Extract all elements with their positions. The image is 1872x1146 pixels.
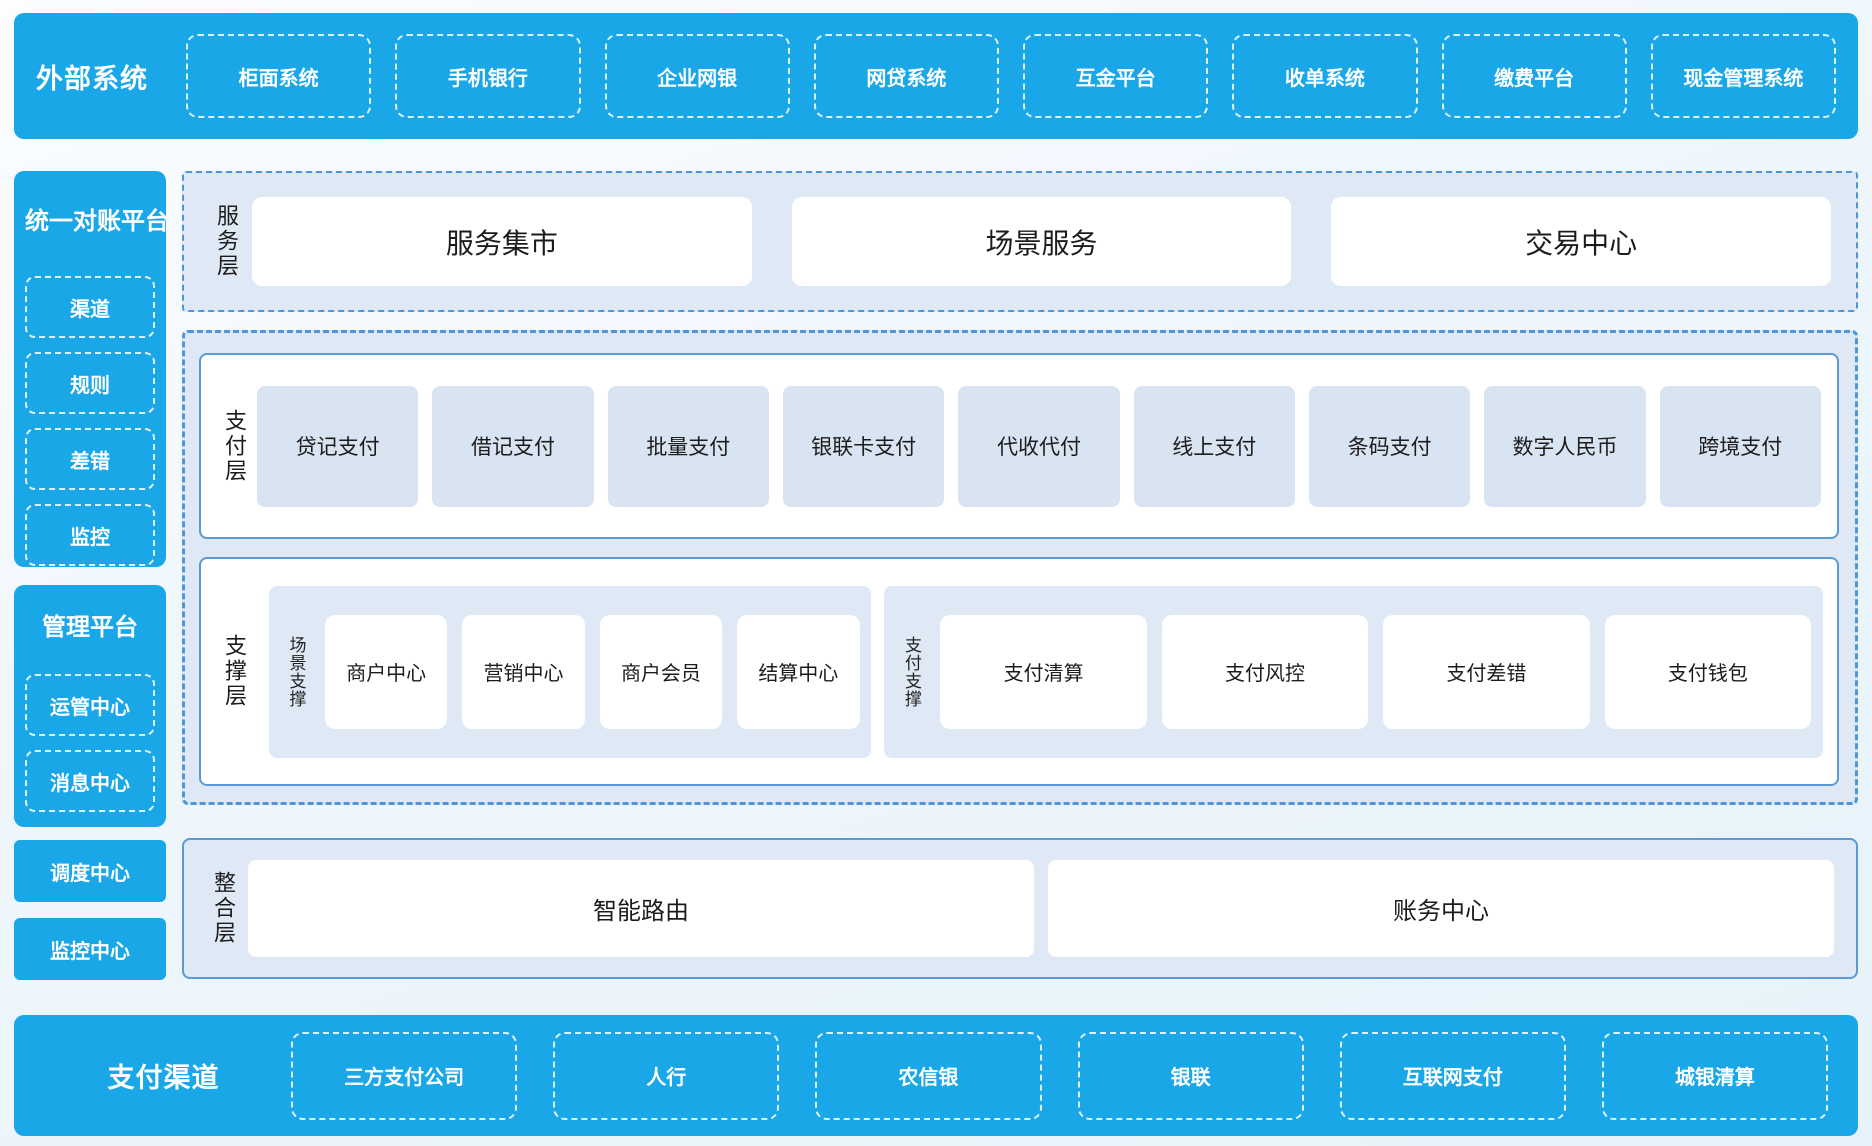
management-platform-panel: 管理平台 运管中心 消息中心	[14, 585, 166, 827]
left-sidebar: 统一对账平台 渠道 规则 差错 监控 管理平台 运管中心 消息中心 调度中心 监…	[14, 171, 169, 987]
service-layer: 服务层 服务集市 场景服务 交易中心	[182, 171, 1858, 312]
payment-item: 批量支付	[607, 385, 769, 507]
payment-support-item: 支付清算	[940, 614, 1147, 729]
reconciliation-item: 规则	[25, 352, 155, 414]
support-layer-groups: 场景支撑 商户中心 营销中心 商户会员 结算中心 支付支撑 支付清算	[269, 585, 1823, 758]
scene-support-group: 场景支撑 商户中心 营销中心 商户会员 结算中心	[269, 585, 872, 758]
management-item: 运管中心	[25, 674, 155, 736]
service-item: 交易中心	[1331, 197, 1832, 286]
payment-item: 代收代付	[958, 385, 1120, 507]
payment-support-item: 支付风控	[1161, 614, 1369, 729]
integration-layer-boxes: 智能路由 账务中心	[248, 860, 1834, 957]
payment-channel-item: 互联网支付	[1339, 1031, 1566, 1120]
reconciliation-item: 渠道	[25, 276, 155, 338]
integration-item: 智能路由	[248, 860, 1034, 957]
payment-support-item: 支付差错	[1383, 614, 1590, 729]
core-layers-container: 支付层 贷记支付 借记支付 批量支付 银联卡支付 代收代付 线上支付 条码支付 …	[182, 330, 1858, 805]
external-system-item: 互金平台	[1023, 34, 1209, 118]
integration-item: 账务中心	[1048, 860, 1834, 957]
payment-support-group: 支付支撑 支付清算 支付风控 支付差错 支付钱包	[884, 585, 1823, 758]
management-item: 消息中心	[25, 750, 155, 812]
scene-support-item: 营销中心	[462, 614, 585, 729]
scene-support-item: 结算中心	[737, 614, 860, 729]
external-system-item: 企业网银	[604, 34, 790, 118]
main-layers: 服务层 服务集市 场景服务 交易中心 支付层 贷记支付 借记支付 批量支付 银联…	[182, 171, 1858, 987]
external-system-item: 收单系统	[1232, 34, 1418, 118]
external-system-item: 缴费平台	[1441, 34, 1627, 118]
dispatch-center-box: 调度中心	[14, 840, 166, 902]
payment-layer-label: 支付层	[222, 408, 247, 484]
payment-layer: 支付层 贷记支付 借记支付 批量支付 银联卡支付 代收代付 线上支付 条码支付 …	[199, 353, 1839, 539]
scene-support-item: 商户会员	[599, 614, 723, 729]
service-layer-boxes: 服务集市 场景服务 交易中心	[252, 197, 1832, 286]
external-systems-items: 柜面系统 手机银行 企业网银 网贷系统 互金平台 收单系统 缴费平台 现金管理系…	[186, 34, 1836, 118]
payment-channel-item: 三方支付公司	[291, 1031, 518, 1120]
integration-layer: 整合层 智能路由 账务中心	[182, 838, 1858, 979]
external-system-item: 手机银行	[395, 34, 581, 118]
management-platform-title: 管理平台	[42, 614, 138, 641]
external-systems-title: 外部系统	[36, 63, 148, 94]
service-item: 服务集市	[252, 197, 752, 286]
payment-channels-bar: 支付渠道 三方支付公司 人行 农信银 银联 互联网支付 城银清算	[14, 1015, 1858, 1136]
payment-item: 条码支付	[1308, 385, 1471, 507]
payment-channels-items: 三方支付公司 人行 农信银 银联 互联网支付 城银清算	[291, 1031, 1836, 1120]
payment-item: 贷记支付	[257, 385, 419, 507]
payment-channel-item: 人行	[553, 1031, 780, 1120]
scene-support-item: 商户中心	[325, 614, 448, 729]
payment-support-cards: 支付清算 支付风控 支付差错 支付钱包	[940, 614, 1812, 729]
integration-layer-label: 整合层	[211, 871, 236, 946]
service-layer-label: 服务层	[214, 204, 239, 279]
scene-support-label: 场景支撑	[286, 635, 306, 708]
reconciliation-platform-title: 统一对账平台	[25, 208, 169, 235]
support-layer-label: 支撑层	[222, 634, 247, 709]
service-item: 场景服务	[791, 197, 1292, 286]
payment-channel-item: 农信银	[815, 1031, 1042, 1120]
payment-channel-item: 银联	[1077, 1031, 1304, 1120]
reconciliation-platform-panel: 统一对账平台 渠道 规则 差错 监控	[14, 171, 169, 567]
external-system-item: 网贷系统	[813, 34, 999, 118]
payment-channels-title: 支付渠道	[107, 1063, 220, 1093]
external-system-item: 柜面系统	[186, 34, 372, 118]
payment-layer-cards: 贷记支付 借记支付 批量支付 银联卡支付 代收代付 线上支付 条码支付 数字人民…	[257, 385, 1821, 507]
payment-item: 借记支付	[432, 385, 594, 507]
scene-support-cards: 商户中心 营销中心 商户会员 结算中心	[325, 614, 860, 729]
monitor-center-box: 监控中心	[14, 918, 166, 980]
payment-support-item: 支付钱包	[1604, 614, 1812, 729]
payment-channel-item: 城银清算	[1601, 1031, 1829, 1120]
external-system-item: 现金管理系统	[1650, 34, 1836, 118]
external-systems-bar: 外部系统 柜面系统 手机银行 企业网银 网贷系统 互金平台 收单系统 缴费平台 …	[14, 13, 1858, 139]
support-layer: 支撑层 场景支撑 商户中心 营销中心 商户会员 结算中心	[199, 557, 1839, 786]
payment-support-label: 支付支撑	[901, 635, 921, 708]
payment-item: 数字人民币	[1484, 385, 1646, 507]
payment-item: 跨境支付	[1659, 385, 1821, 507]
reconciliation-item: 监控	[25, 504, 155, 566]
payment-item: 银联卡支付	[782, 385, 945, 507]
payment-item: 线上支付	[1133, 385, 1295, 507]
reconciliation-item: 差错	[25, 428, 155, 490]
